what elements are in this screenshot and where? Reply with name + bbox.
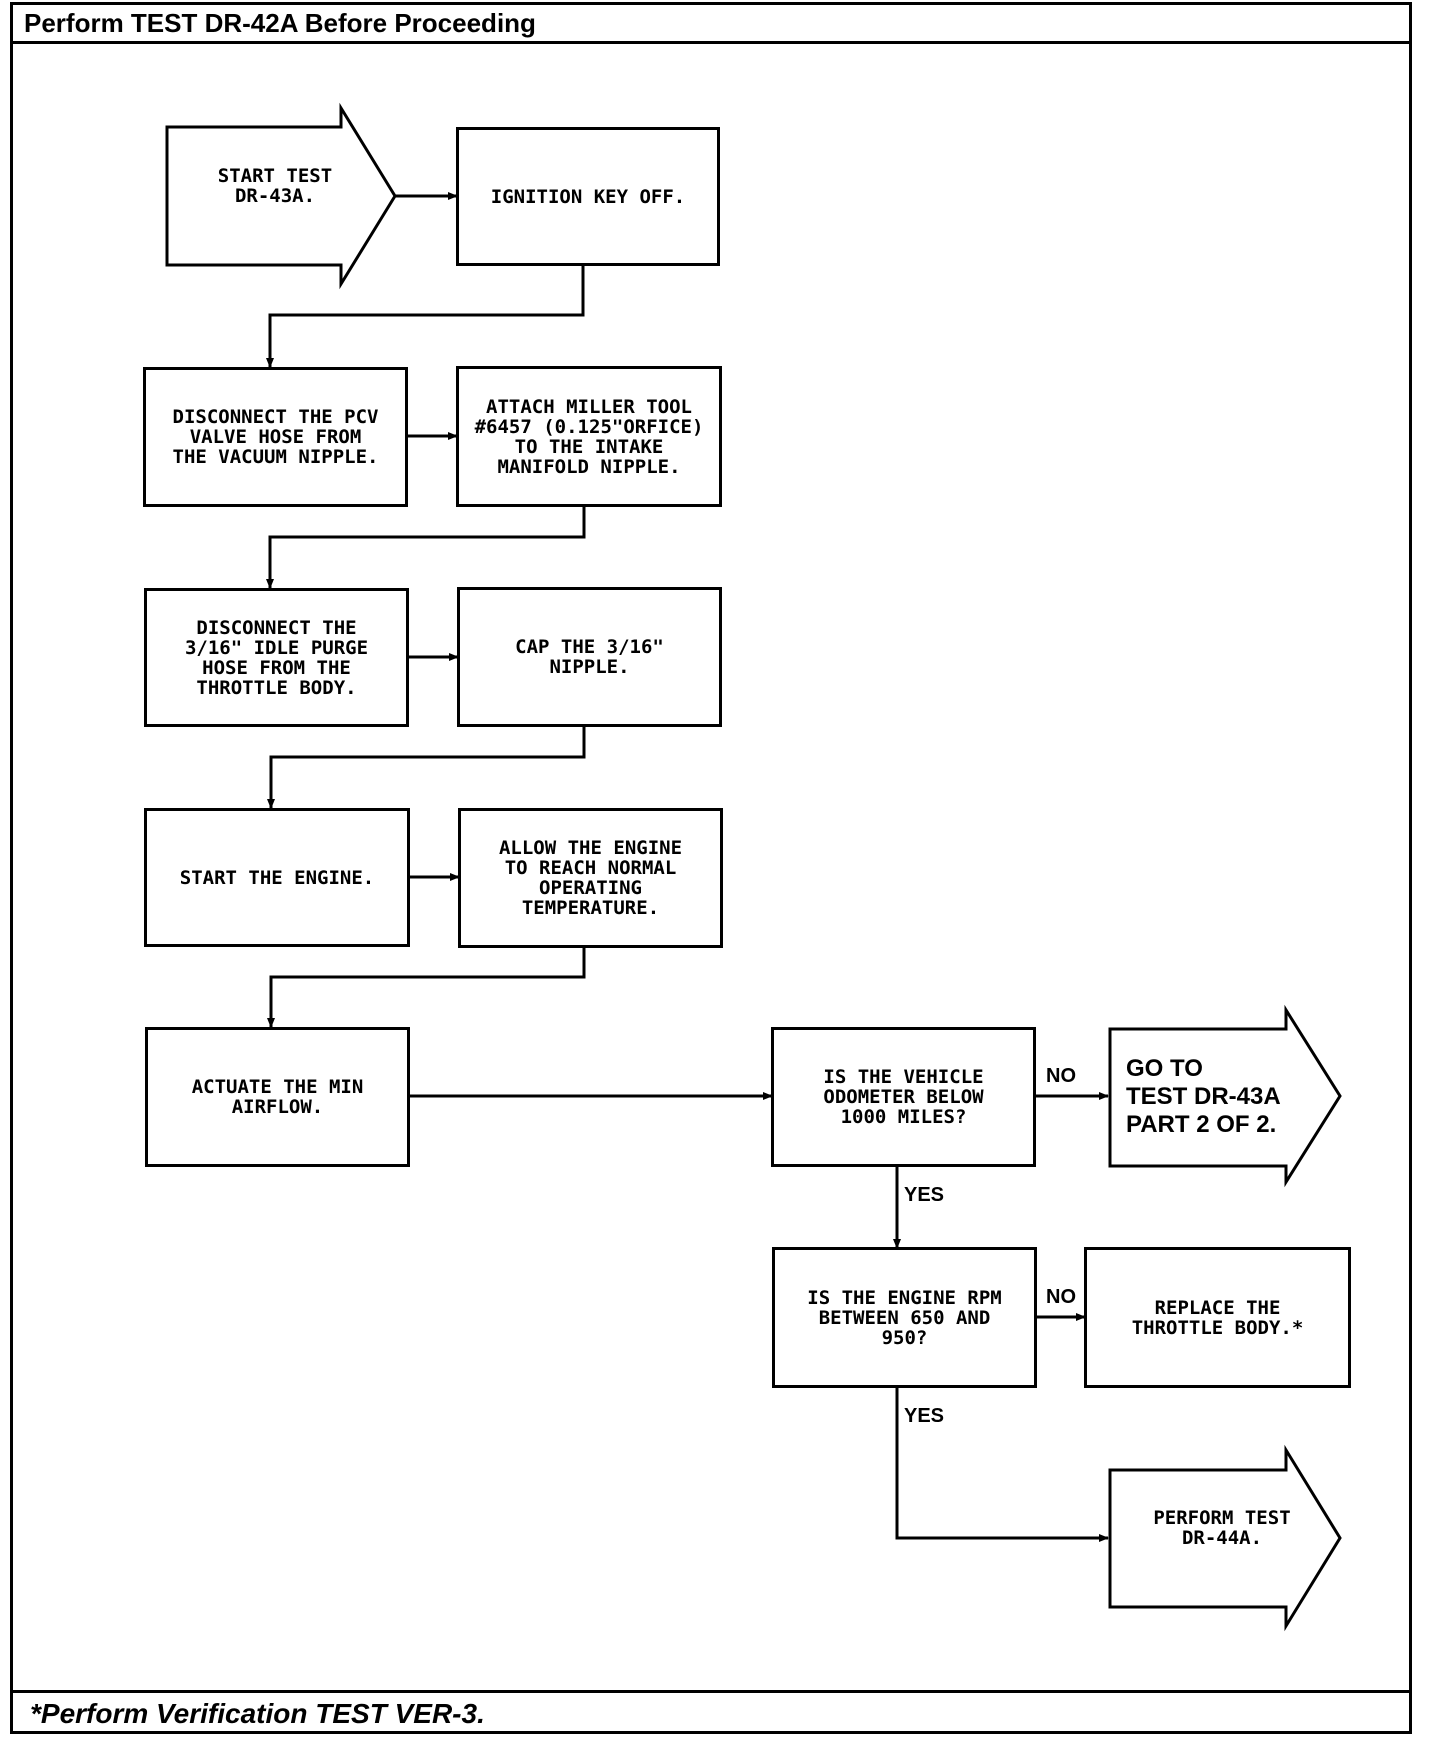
- step-attach-miller: ATTACH MILLER TOOL #6457 (0.125"ORFICE) …: [456, 366, 722, 507]
- step-ignition-off: IGNITION KEY OFF.: [456, 127, 720, 266]
- decision-odometer-label: IS THE VEHICLE ODOMETER BELOW 1000 MILES…: [823, 1066, 984, 1128]
- edge-label-odometer-yes: YES: [904, 1184, 945, 1206]
- perform-dr44a-label: PERFORM TEST DR-44A.: [1153, 1507, 1291, 1549]
- step-actuate-airflow: ACTUATE THE MIN AIRFLOW.: [145, 1027, 410, 1167]
- step-attach-miller-label: ATTACH MILLER TOOL #6457 (0.125"ORFICE) …: [474, 395, 704, 478]
- header-bar: Perform TEST DR-42A Before Proceeding: [10, 2, 1412, 44]
- step-disconnect-pcv-label: DISCONNECT THE PCV VALVE HOSE FROM THE V…: [172, 406, 379, 468]
- connector-cap-engine: [267, 727, 586, 809]
- goto-part2-label: GO TO TEST DR-43A PART 2 OF 2.: [1126, 1055, 1281, 1138]
- step-ignition-off-label: IGNITION KEY OFF.: [490, 185, 686, 208]
- decision-rpm: IS THE ENGINE RPM BETWEEN 650 AND 950?: [772, 1247, 1037, 1388]
- step-cap-nipple: CAP THE 3/16" NIPPLE.: [457, 587, 722, 727]
- step-allow-engine: ALLOW THE ENGINE TO REACH NORMAL OPERATI…: [458, 808, 723, 948]
- step-cap-nipple-label: CAP THE 3/16" NIPPLE.: [515, 636, 664, 678]
- connector-miller-purge: [266, 507, 586, 589]
- connector-rpm-yes: [895, 1387, 1109, 1542]
- decision-rpm-label: IS THE ENGINE RPM BETWEEN 650 AND 950?: [807, 1286, 1002, 1349]
- step-disconnect-pcv: DISCONNECT THE PCV VALVE HOSE FROM THE V…: [143, 367, 408, 507]
- connector-ignition-pcv: [266, 265, 585, 368]
- decision-odometer: IS THE VEHICLE ODOMETER BELOW 1000 MILES…: [771, 1027, 1036, 1167]
- step-start-engine: START THE ENGINE.: [144, 808, 410, 947]
- step-replace-throttle: REPLACE THE THROTTLE BODY.*: [1084, 1247, 1351, 1388]
- step-allow-engine-label: ALLOW THE ENGINE TO REACH NORMAL OPERATI…: [498, 837, 683, 919]
- step-start-engine-label: START THE ENGINE.: [179, 866, 375, 889]
- step-actuate-airflow-label: ACTUATE THE MIN AIRFLOW.: [191, 1076, 364, 1118]
- page-title: Perform TEST DR-42A Before Proceeding: [24, 8, 536, 38]
- perform-dr44a-arrow-shape: [1108, 1444, 1342, 1632]
- goto-part2-arrow-shape: [1108, 1004, 1342, 1188]
- page-frame: [10, 2, 1412, 1734]
- step-disconnect-idle-purge-label: DISCONNECT THE 3/16" IDLE PURGE HOSE FRO…: [184, 616, 369, 699]
- start-test-arrow-shape: [165, 102, 397, 290]
- step-disconnect-idle-purge: DISCONNECT THE 3/16" IDLE PURGE HOSE FRO…: [144, 588, 409, 727]
- edge-label-rpm-yes: YES: [904, 1405, 945, 1427]
- footer-note: *Perform Verification TEST VER-3.: [30, 1698, 485, 1729]
- step-replace-throttle-label: REPLACE THE THROTTLE BODY.*: [1131, 1296, 1304, 1339]
- edge-label-rpm-no: NO: [1046, 1286, 1076, 1308]
- edge-label-odometer-no: NO: [1046, 1065, 1076, 1087]
- footer-divider: [10, 1690, 1412, 1693]
- start-test-label: START TEST DR-43A.: [217, 165, 333, 207]
- connector-allow-actuate: [267, 947, 586, 1028]
